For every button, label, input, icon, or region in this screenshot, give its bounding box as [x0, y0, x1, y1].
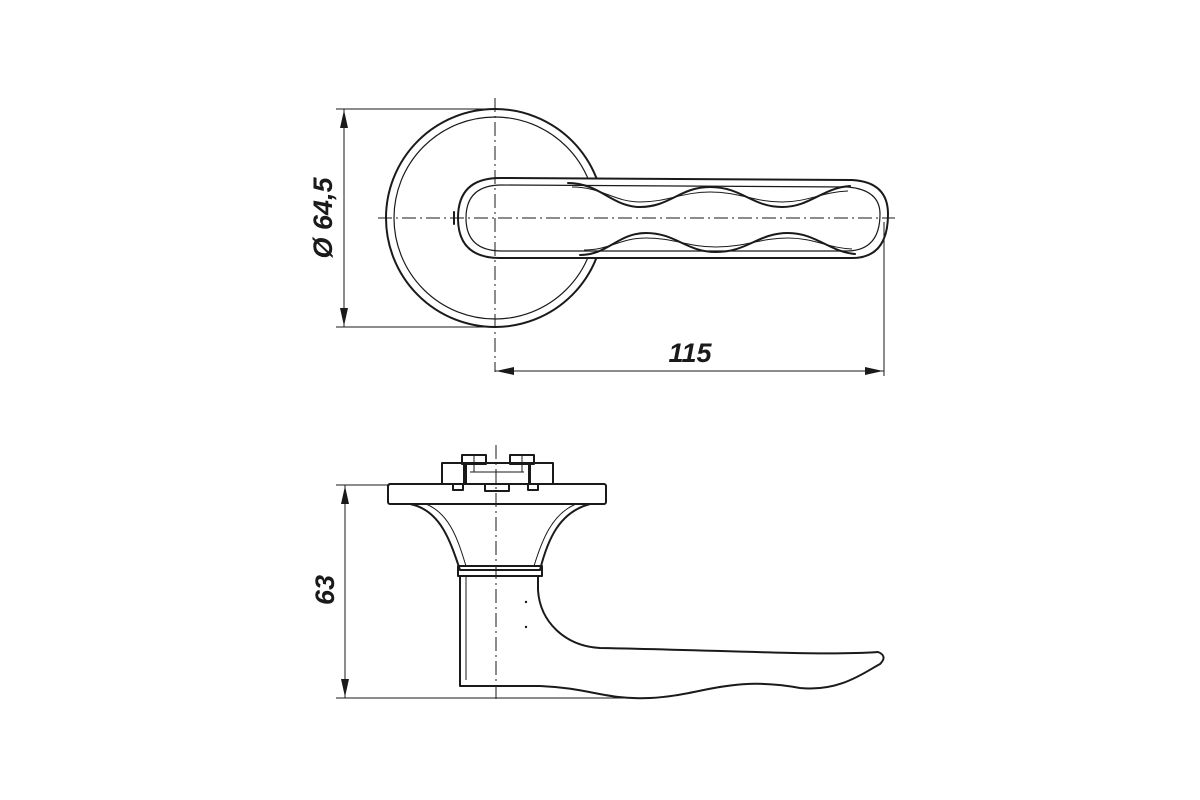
upper-wave-groove	[567, 182, 851, 208]
rosette-neck	[409, 503, 591, 571]
detail-dot-1	[524, 600, 528, 604]
lever-collar	[457, 565, 543, 577]
height-arrow-bottom	[341, 679, 349, 697]
lever-inner-outline	[465, 184, 881, 252]
length-label: 115	[668, 338, 712, 368]
height-label: 63	[310, 575, 340, 605]
detail-dot-2	[524, 625, 528, 629]
top-view: Ø 64,5 115	[308, 98, 895, 376]
length-arrow-left	[496, 367, 514, 375]
diameter-arrow-top	[340, 110, 348, 128]
diameter-label: Ø 64,5	[308, 176, 338, 258]
side-view: 63	[310, 445, 885, 700]
height-arrow-top	[341, 486, 349, 504]
diameter-arrow-bottom	[340, 308, 348, 326]
mount-block-left	[441, 462, 467, 485]
rosette-plate	[387, 483, 607, 505]
length-arrow-right	[865, 367, 883, 375]
lower-wave-groove	[579, 232, 856, 256]
upper-wave-groove-inner	[571, 186, 849, 203]
lower-wave-groove-inner	[583, 237, 853, 251]
spindle-tab	[484, 483, 510, 492]
mount-block-right	[528, 462, 554, 485]
lever-side-outline	[459, 575, 885, 700]
